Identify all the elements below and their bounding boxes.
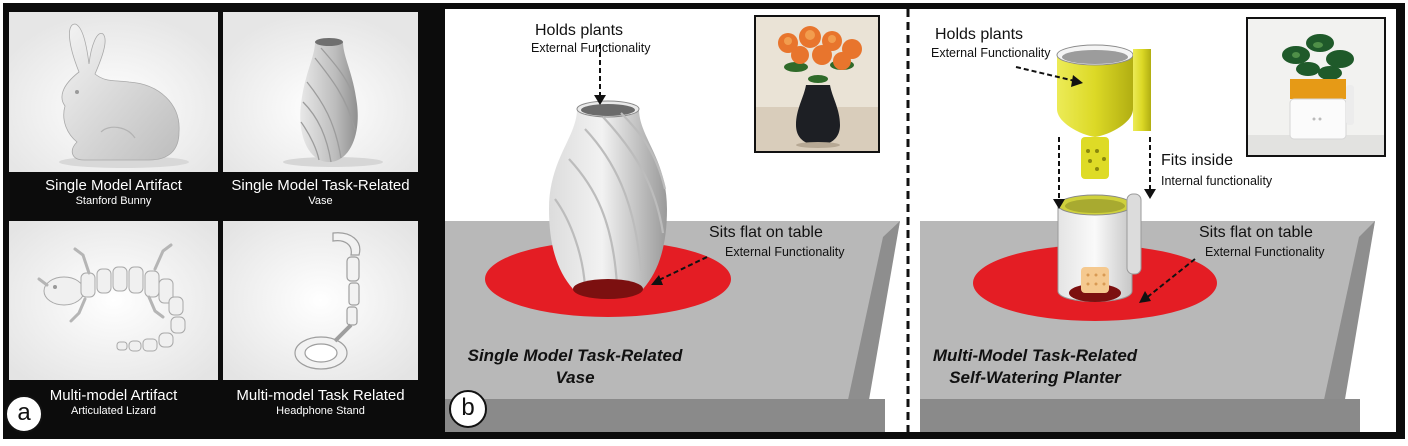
caption-subtitle: Headphone Stand — [276, 405, 365, 417]
wick-column — [1081, 137, 1109, 179]
right-fits-inside-title: Fits inside — [1161, 152, 1234, 169]
caption-title: Single Model Artifact — [45, 177, 182, 194]
caption-subtitle: Articulated Lizard — [71, 405, 156, 417]
right-caption-line1: Multi-Model Task-Related — [932, 346, 1138, 365]
self-watering-planter-photo — [1248, 19, 1384, 155]
bunny-render — [9, 12, 218, 172]
vase-model — [549, 109, 667, 289]
vase-with-roses-photo — [756, 17, 878, 151]
left-holds-plants-title: Holds plants — [535, 22, 624, 39]
right-sits-flat-title: Sits flat on table — [1199, 224, 1313, 241]
left-sits-flat-subtitle: External Functionality — [725, 245, 845, 259]
yellow-pot — [1057, 55, 1133, 137]
caption-subtitle: Vase — [308, 195, 333, 207]
headphone-stand-render — [223, 221, 418, 380]
headphone-stand-model-image — [223, 221, 418, 380]
left-caption-line1: Single Model Task-Related — [467, 346, 683, 365]
right-holds-plants-title: Holds plants — [935, 26, 1024, 43]
cell-caption-headphone-stand: Multi-model Task Related Headphone Stand — [223, 387, 418, 418]
cell-caption-bunny: Single Model Artifact Stanford Bunny — [9, 177, 218, 208]
panel-a-label: a — [5, 395, 43, 433]
lizard-render — [9, 221, 218, 380]
caption-subtitle: Stanford Bunny — [75, 195, 152, 207]
caption-title: Multi-model Task Related — [236, 387, 405, 404]
left-holds-plants-subtitle: External Functionality — [531, 41, 651, 55]
panel-b: Holds plants External Functionality Sits… — [445, 9, 1396, 432]
caption-title: Single Model Task-Related — [231, 177, 410, 194]
left-caption: Single Model Task-Related Vase — [445, 345, 705, 389]
caption-title: Multi-model Artifact — [49, 387, 178, 404]
right-caption-line2: Self-Watering Planter — [949, 368, 1121, 387]
panel-b-scene — [445, 9, 1396, 432]
cell-caption-vase: Single Model Task-Related Vase — [223, 177, 418, 208]
right-holds-plants-subtitle: External Functionality — [931, 46, 1051, 60]
left-caption-line2: Vase — [555, 368, 595, 387]
right-caption: Multi-Model Task-Related Self-Watering P… — [915, 345, 1155, 389]
vase-model-image — [223, 12, 418, 172]
right-sits-flat-subtitle: External Functionality — [1205, 245, 1325, 259]
bunny-model-image — [9, 12, 218, 172]
panel-b-label: b — [449, 390, 487, 428]
lizard-model-image — [9, 221, 218, 380]
left-sits-flat-title: Sits flat on table — [709, 224, 823, 241]
cell-caption-lizard: Multi-model Artifact Articulated Lizard — [9, 387, 218, 418]
right-fits-inside-subtitle: Internal functionality — [1161, 174, 1273, 188]
vase-photo-inset — [754, 15, 880, 153]
vase-render — [223, 12, 418, 172]
planter-photo-inset — [1246, 17, 1386, 157]
